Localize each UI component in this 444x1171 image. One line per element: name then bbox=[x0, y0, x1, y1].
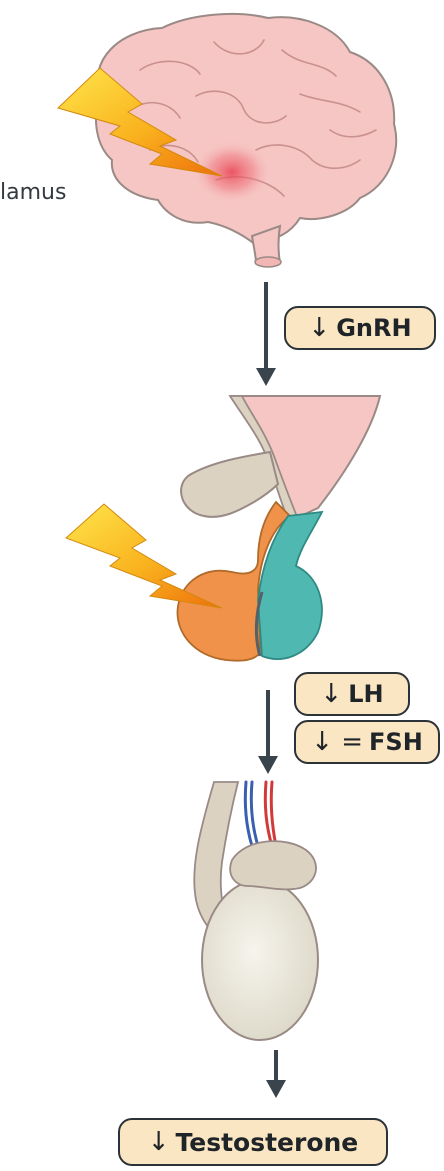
arrow-brain-to-pituitary bbox=[256, 282, 276, 386]
testis-illustration bbox=[194, 782, 318, 1040]
fsh-label: FSH bbox=[369, 728, 423, 756]
down-arrow-icon: ↓ bbox=[308, 315, 330, 341]
arrow-testis-to-testosterone bbox=[266, 1050, 286, 1098]
pituitary-gland-illustration bbox=[177, 396, 380, 661]
down-or-equal-arrow-icon: ↓ = bbox=[311, 729, 363, 755]
hypothalamus-label: lamus bbox=[0, 180, 66, 205]
testosterone-label: Testosterone bbox=[176, 1128, 359, 1157]
lh-label: LH bbox=[348, 680, 383, 708]
gnrh-badge: ↓ GnRH bbox=[284, 306, 436, 350]
down-arrow-icon: ↓ bbox=[320, 681, 342, 707]
down-arrow-icon: ↓ bbox=[148, 1129, 170, 1155]
lh-badge: ↓ LH bbox=[294, 672, 410, 716]
fsh-badge: ↓ = FSH bbox=[294, 720, 440, 764]
gnrh-label: GnRH bbox=[336, 314, 411, 342]
testosterone-badge: ↓ Testosterone bbox=[118, 1118, 388, 1166]
arrow-pituitary-to-testis bbox=[258, 690, 278, 774]
